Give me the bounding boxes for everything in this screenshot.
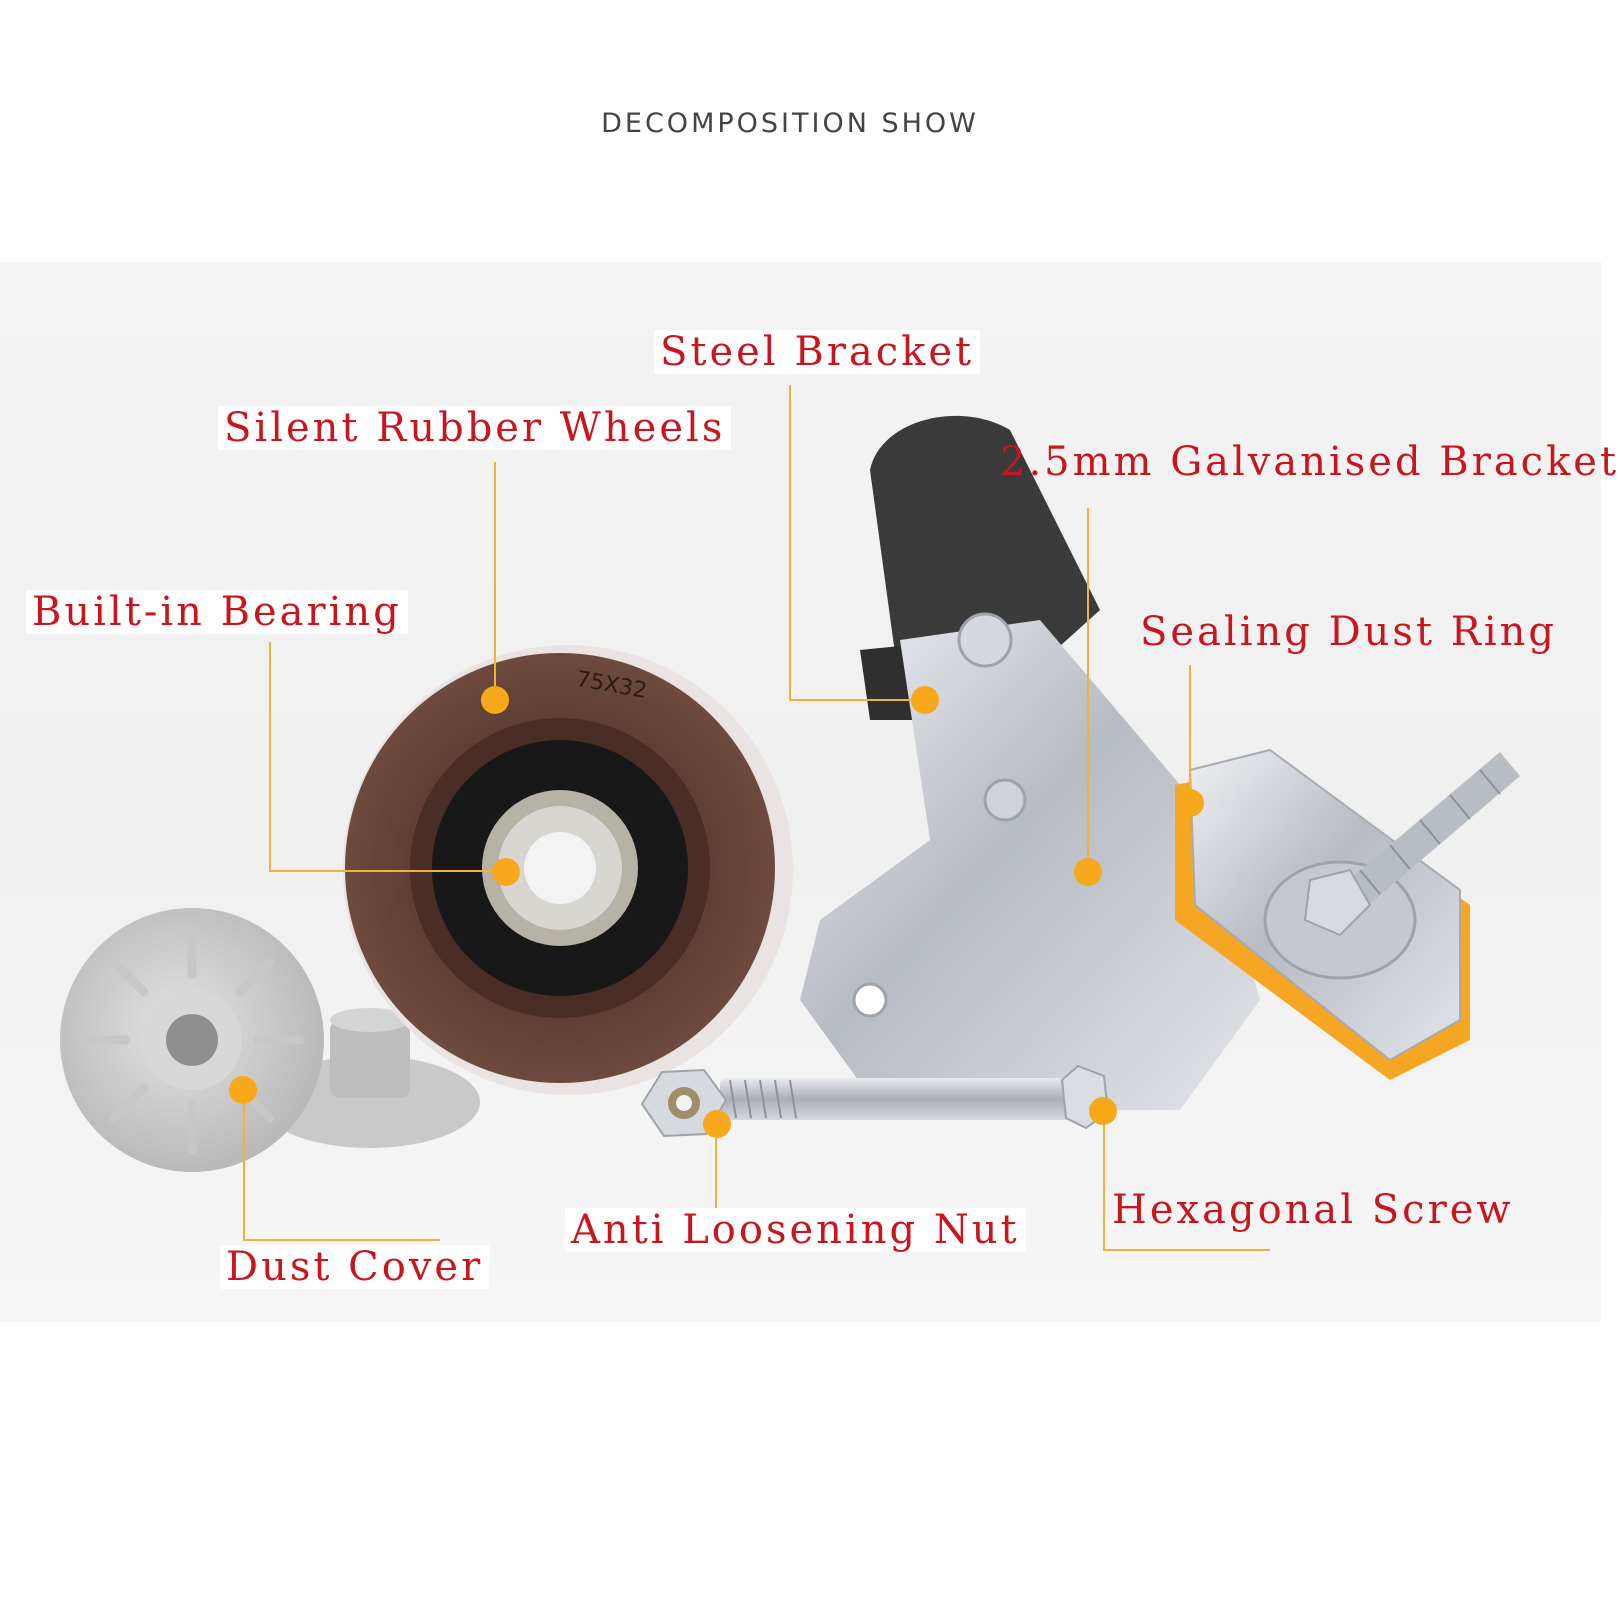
marker-built-in-bearing — [492, 858, 520, 886]
marker-hexagonal-screw — [1089, 1097, 1117, 1125]
leader-steel-bracket — [789, 385, 925, 701]
rubber-wheel: 75X32 — [343, 645, 793, 1095]
leader-built-in-bearing — [269, 642, 505, 872]
marker-dots — [229, 686, 1204, 1138]
label-anti-loosening-nut: Anti Loosening Nut — [565, 1208, 1026, 1252]
page-title: DECOMPOSITION SHOW — [601, 108, 979, 139]
caster-bracket — [800, 415, 1520, 1110]
label-silent-rubber-wheels: Silent Rubber Wheels — [218, 406, 732, 450]
label-galvanised-bracket: 2.5mm Galvanised Bracket — [1000, 439, 1619, 485]
label-sealing-dust-ring: Sealing Dust Ring — [1140, 609, 1558, 655]
marker-anti-loosening-nut — [703, 1110, 731, 1138]
label-dust-cover: Dust Cover — [220, 1245, 490, 1289]
threaded-stem — [1303, 752, 1520, 937]
dust-cover-front — [60, 908, 324, 1172]
marker-sealing-dust-ring — [1176, 789, 1204, 817]
label-hexagonal-screw: Hexagonal Screw — [1112, 1187, 1514, 1233]
leader-dust-cover — [243, 1090, 440, 1241]
label-built-in-bearing: Built-in Bearing — [26, 590, 408, 634]
marker-steel-bracket — [911, 686, 939, 714]
marker-dust-cover — [229, 1076, 257, 1104]
leader-lines — [243, 385, 1270, 1251]
marker-galvanised-bracket — [1074, 858, 1102, 886]
leader-hexagonal-screw — [1103, 1118, 1270, 1251]
label-steel-bracket: Steel Bracket — [654, 330, 981, 374]
marker-silent-rubber-wheels — [481, 686, 509, 714]
